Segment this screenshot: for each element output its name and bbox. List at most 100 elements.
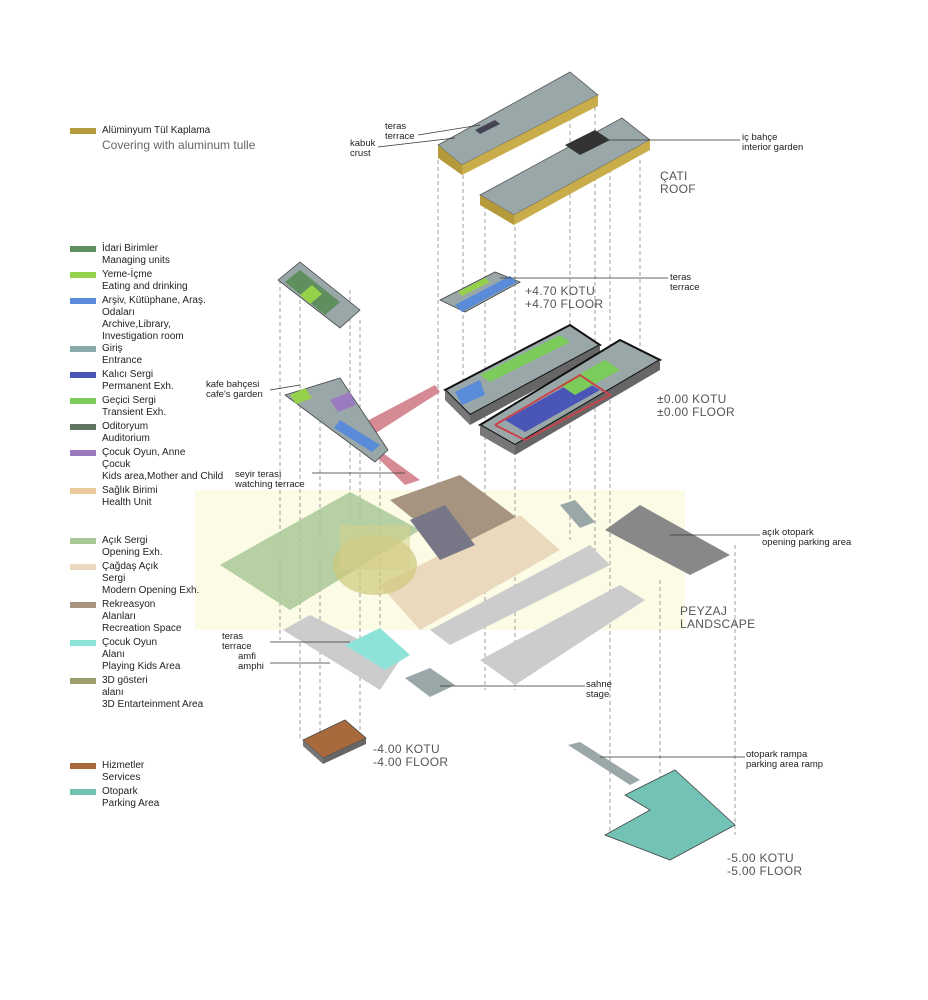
legend-upper: İdari Birimler Managing units Yeme-İçme … (70, 243, 222, 345)
label-en: amphi (238, 661, 264, 672)
legend-label-en: Opening Exh. (102, 547, 163, 558)
level-tr: +4.70 KOTU (525, 284, 596, 298)
label-upper-terrace: teras terrace (670, 273, 700, 293)
label-tr: teras (222, 631, 244, 642)
level-upper: +4.70 KOTU +4.70 FLOOR (525, 285, 603, 311)
level-en: -4.00 FLOOR (373, 755, 449, 769)
legend-swatch (70, 602, 96, 608)
legend-label-tr: Otopark (102, 786, 138, 797)
level-ground: ±0.00 KOTU ±0.00 FLOOR (657, 393, 735, 419)
legend-item: Çocuk Oyun, Anne Çocuk Kids area,Mother … (70, 447, 223, 483)
legend-label-tr: Çocuk Oyun, Anne Çocuk (102, 447, 186, 470)
level-tr: -4.00 KOTU (373, 742, 441, 756)
level-landscape: PEYZAJ LANDSCAPE (680, 605, 755, 631)
leader-lines (269, 124, 760, 758)
legend-item: Çağdaş Açık Sergi Modern Opening Exh. (70, 561, 199, 597)
upper-floor-right (439, 271, 521, 313)
label-tr: teras (385, 121, 407, 132)
legend-label-tr: Oditoryum (102, 421, 149, 432)
legend-item: Arşiv, Kütüphane, Araş. Odaları Archive,… (70, 295, 222, 343)
legend-swatch (70, 488, 96, 494)
legend-swatch (70, 450, 96, 456)
level-en: -5.00 FLOOR (727, 864, 803, 878)
label-en: crust (350, 148, 371, 159)
legend-item: Sağlık Birimi Health Unit (70, 485, 192, 509)
label-en: watching terrace (235, 479, 305, 490)
legend-label-tr: Hizmetler (102, 760, 145, 771)
legend-item: Kalıcı Sergi Permanent Exh. (70, 369, 192, 393)
label-tr: otopark rampa (746, 749, 808, 760)
legend-basement: Hizmetler Services Otopark Parking Area (70, 760, 159, 812)
label-crust: kabuk crust (350, 139, 375, 159)
legend-item: Çocuk Oyun Alanı Playing Kids Area (70, 637, 180, 673)
ground-building-lower (478, 338, 663, 455)
legend-item: Hizmetler Services (70, 760, 159, 784)
legend-label-en: Recreation Space (102, 623, 182, 634)
legend-label-en: Entrance (102, 355, 143, 366)
level-en: +4.70 FLOOR (525, 297, 604, 311)
label-tr: açık otopark (762, 527, 814, 538)
legend-swatch (70, 128, 96, 134)
ground-floor-left (284, 377, 389, 463)
legend-swatch (70, 538, 96, 544)
label-cafe-garden: kafe bahçesi cafe's garden (206, 380, 263, 400)
legend-label-en: Transient Exh. (102, 407, 167, 418)
legend-label-tr: Açık Sergi (102, 535, 148, 546)
level-minus5: -5.00 KOTU -5.00 FLOOR (727, 852, 802, 878)
label-interior-garden: iç bahçe interior garden (742, 133, 803, 153)
legend-label-en: 3D Entarteinment Area (102, 699, 204, 710)
label-tr: seyir terası (235, 469, 282, 480)
legend-label-en: Covering with aluminum tulle (102, 138, 256, 152)
label-en: stage (586, 689, 610, 700)
legend-label-tr: Geçici Sergi (102, 395, 156, 406)
legend-item: 3D gösteri alanı 3D Entarteinment Area (70, 675, 203, 711)
legend-item: Oditoryum Auditorium (70, 421, 192, 445)
label-en: interior garden (742, 142, 804, 153)
legend-label-tr: Rekreasyon Alanları (102, 599, 156, 622)
legend-item: Giriş Entrance (70, 343, 192, 367)
legend-item: Alüminyum Tül Kaplama Covering with alum… (70, 125, 255, 153)
legend-roof: Alüminyum Tül Kaplama Covering with alum… (70, 125, 255, 155)
legend-landscape: Açık Sergi Opening Exh. Çağdaş Açık Serg… (70, 535, 203, 713)
legend-label-tr: 3D gösteri alanı (102, 675, 148, 698)
legend-label-tr: Alüminyum Tül Kaplama (102, 125, 211, 136)
level-tr: ÇATI (660, 169, 688, 183)
label-en: parking area ramp (746, 759, 824, 770)
label-en: opening parking area (762, 537, 852, 548)
label-tr: amfi (238, 651, 256, 662)
legend-label-tr: Giriş (102, 343, 123, 354)
legend-swatch (70, 272, 96, 278)
level-en: ±0.00 FLOOR (657, 405, 735, 419)
landscape-level (220, 475, 730, 697)
legend-swatch (70, 564, 96, 570)
legend-label-en: Auditorium (102, 433, 150, 444)
legend-label-en: Permanent Exh. (102, 381, 174, 392)
upper-floor-left (277, 261, 361, 329)
legend-item: Yeme-İçme Eating and drinking (70, 269, 222, 293)
label-lower-terrace: teras terrace (222, 632, 252, 652)
label-en: terrace (670, 282, 700, 293)
label-tr: kafe bahçesi (206, 379, 260, 390)
legend-item: Açık Sergi Opening Exh. (70, 535, 172, 559)
legend-label-tr: Sağlık Birimi (102, 485, 158, 496)
level-tr: ±0.00 KOTU (657, 392, 727, 406)
level-minus4: -4.00 KOTU -4.00 FLOOR (373, 743, 448, 769)
roof-slab-right (479, 117, 651, 225)
level-tr: -5.00 KOTU (727, 851, 795, 865)
legend-swatch (70, 424, 96, 430)
label-parking-ramp: otopark rampa parking area ramp (746, 750, 823, 770)
label-open-parking: açık otopark opening parking area (762, 528, 851, 548)
basement-parking (568, 742, 736, 861)
basement-services (302, 719, 367, 764)
legend-label-tr: Arşiv, Kütüphane, Araş. Odaları (102, 295, 206, 318)
legend-label-en: Services (102, 772, 141, 783)
label-tr: iç bahçe (742, 132, 778, 143)
legend-label-en: Parking Area (102, 798, 160, 809)
legend-swatch (70, 372, 96, 378)
label-amphi: amfi amphi (238, 652, 264, 672)
legend-label-tr: Yeme-İçme (102, 269, 153, 280)
ground-building-upper (443, 323, 602, 425)
legend-swatch (70, 346, 96, 352)
level-tr: PEYZAJ (680, 604, 728, 618)
